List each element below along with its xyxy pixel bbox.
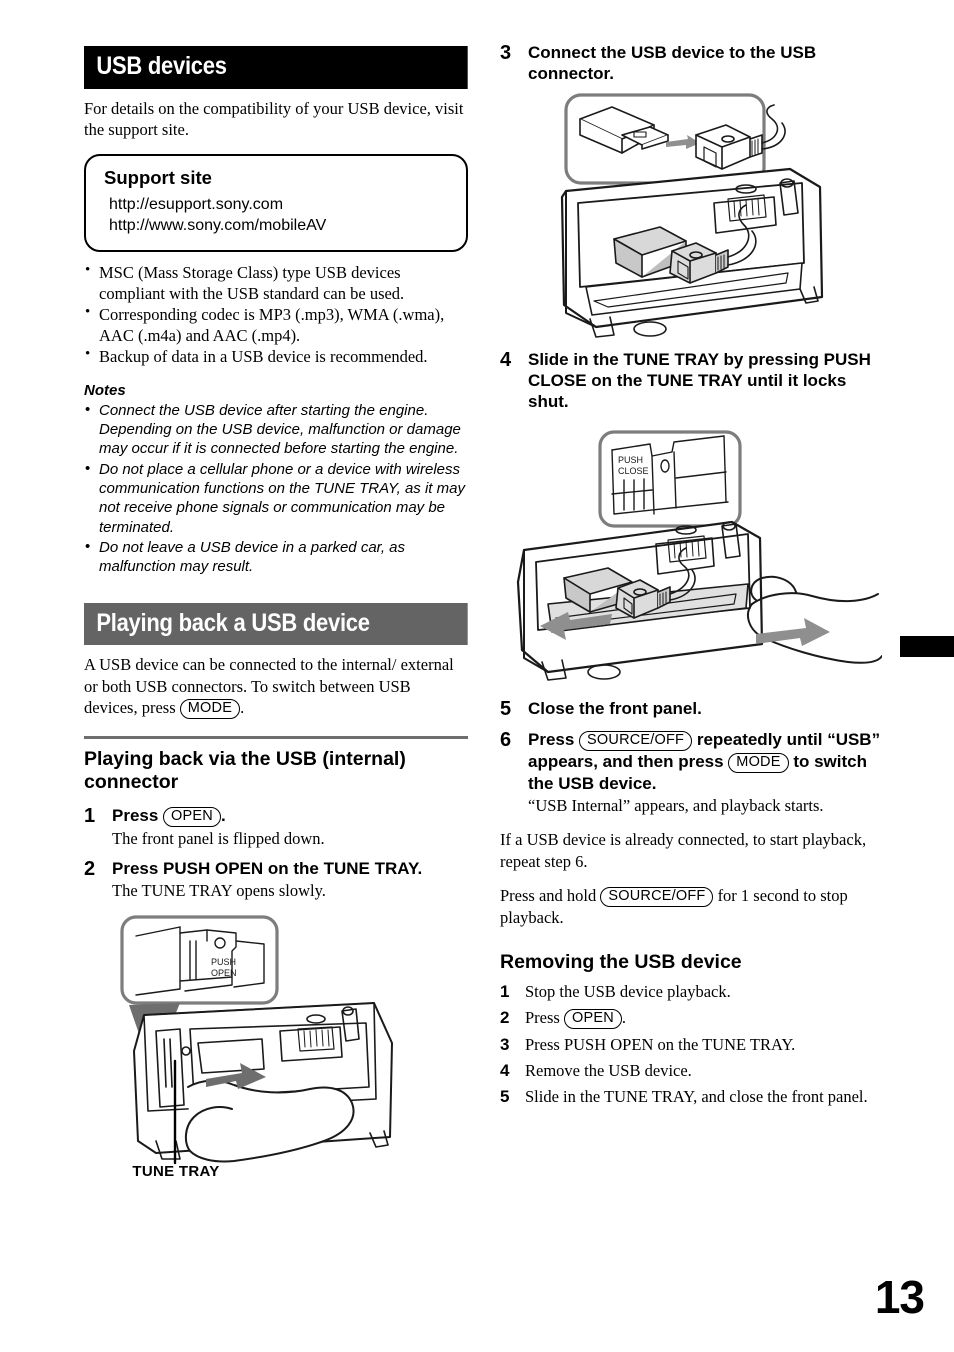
support-site-title: Support site <box>104 167 212 189</box>
page-edge-tab-marker <box>900 636 954 657</box>
step-heading: Stop the USB device playback. <box>525 981 731 1001</box>
step-heading-text-a: Press <box>528 729 580 749</box>
step-heading: Press PUSH OPEN on the TUNE TRAY. <box>112 859 423 879</box>
step-3: 3 Connect the USB device to the USB conn… <box>500 42 882 85</box>
list-item: Backup of data in a USB device is recomm… <box>84 345 468 367</box>
mode-key-pill[interactable]: MODE <box>179 698 241 720</box>
step-number: 5 <box>500 1087 510 1107</box>
notes-list: Connect the USB device after starting th… <box>84 400 468 577</box>
removing-step-4: 4 Remove the USB device. <box>500 1060 882 1081</box>
step-2: 2 Press PUSH OPEN on the TUNE TRAY. The … <box>84 858 468 901</box>
subsection-heading-internal-connector: Playing back via the USB (internal) conn… <box>84 748 406 794</box>
section-banner-playing-back: Playing back a USB device <box>84 602 468 646</box>
playing-back-intro-text-a: A USB device can be connected to the int… <box>84 655 454 717</box>
step-number: 1 <box>500 981 510 1001</box>
removing-step-1: 1 Stop the USB device playback. <box>500 981 882 1002</box>
list-item: Do not place a cellular phone or a devic… <box>84 459 468 537</box>
note-press-and-hold: Press and hold SOURCE/OFF for 1 second t… <box>500 885 882 929</box>
playing-back-intro-text-b: . <box>240 697 245 717</box>
mode-key-pill[interactable]: MODE <box>728 752 789 773</box>
step-subtext: The TUNE TRAY opens slowly. <box>112 881 326 901</box>
subsection-heading-removing-usb: Removing the USB device <box>500 950 742 973</box>
step-number: 1 <box>84 804 96 827</box>
step-heading-text-c: to switch the USB device. <box>528 751 868 793</box>
list-item: Do not leave a USB device in a parked ca… <box>84 537 468 577</box>
source-off-key-pill[interactable]: SOURCE/OFF <box>600 886 714 908</box>
step-heading-text-b: . <box>621 1008 626 1027</box>
note-press-and-hold-text-a: Press and hold <box>500 885 601 905</box>
step-number: 4 <box>500 348 512 371</box>
step-subtext: “USB Internal” appears, and playback sta… <box>528 795 824 815</box>
usb-devices-intro: For details on the compatibility of your… <box>84 98 464 139</box>
figure-push-open-illustration: PUSH OPEN <box>120 915 393 1165</box>
note-repeat-step-6: If a USB device is already connected, to… <box>500 830 867 871</box>
list-item: Connect the USB device after starting th… <box>84 400 468 459</box>
section-banner-label: USB devices <box>84 46 468 89</box>
subsection-divider <box>84 736 468 740</box>
callout-open-label: OPEN <box>211 968 237 978</box>
figure-push-close-illustration: PUSH CLOSE <box>516 430 883 682</box>
step-heading: Press OPEN. <box>112 805 468 827</box>
step-number: 4 <box>500 1061 510 1081</box>
playing-back-intro: A USB device can be connected to the int… <box>84 654 468 720</box>
section-banner-label: Playing back a USB device <box>84 602 468 646</box>
figure-caption-tune-tray: TUNE TRAY <box>132 1163 220 1181</box>
step-subtext: The front panel is flipped down. <box>112 828 325 848</box>
usb-devices-bullet-list: MSC (Mass Storage Class) type USB device… <box>84 261 468 368</box>
step-number: 6 <box>500 728 512 751</box>
notes-heading: Notes <box>84 381 126 399</box>
step-number: 2 <box>84 858 96 881</box>
open-key-pill[interactable]: OPEN <box>163 806 221 827</box>
step-heading-text-a: Press <box>112 805 164 825</box>
callout-close-label: CLOSE <box>618 466 649 476</box>
left-column: USB devices For details on the compatibi… <box>84 46 468 1191</box>
step-number: 3 <box>500 1035 510 1055</box>
source-off-key-pill[interactable]: SOURCE/OFF <box>579 730 693 751</box>
step-heading-text-a: Press <box>525 1008 564 1027</box>
callout-push-label: PUSH <box>211 957 236 967</box>
step-heading: Connect the USB device to the USB connec… <box>528 43 817 84</box>
figure-connect-usb <box>500 91 882 345</box>
removing-step-5: 5 Slide in the TUNE TRAY, and close the … <box>500 1086 882 1107</box>
support-site-url-1: http://esupport.sony.com <box>109 196 284 214</box>
step-heading: Close the front panel. <box>528 699 702 719</box>
figure-push-close: PUSH CLOSE <box>500 418 883 696</box>
step-5: 5 Close the front panel. <box>500 698 882 721</box>
step-heading: Press PUSH OPEN on the TUNE TRAY. <box>525 1035 796 1055</box>
step-heading: Slide in the TUNE TRAY by pressing PUSH … <box>528 349 871 412</box>
note-press-and-hold-text-b: for 1 second to stop playback. <box>500 885 848 928</box>
figure-push-open-tune-tray: PUSH OPEN <box>84 911 468 1191</box>
step-number: 3 <box>500 42 512 64</box>
support-site-url-2: http://www.sony.com/mobileAV <box>109 217 327 235</box>
callout-push-label: PUSH <box>618 455 643 465</box>
removing-step-2: 2 Press OPEN. <box>500 1007 882 1030</box>
step-heading: Slide in the TUNE TRAY, and close the fr… <box>525 1087 868 1107</box>
list-item: MSC (Mass Storage Class) type USB device… <box>84 261 468 304</box>
step-4: 4 Slide in the TUNE TRAY by pressing PUS… <box>500 349 882 413</box>
step-heading: Remove the USB device. <box>525 1061 692 1081</box>
figure-connect-usb-illustration <box>560 92 824 338</box>
step-number: 5 <box>500 698 512 721</box>
step-heading: Press OPEN. <box>525 1007 882 1030</box>
right-column: 3 Connect the USB device to the USB conn… <box>500 42 883 1107</box>
step-heading-text-b: . <box>220 805 226 825</box>
step-heading-text-b: repeatedly until “USB” appears, and then… <box>528 729 881 771</box>
list-item: Corresponding codec is MP3 (.mp3), WMA (… <box>84 303 468 346</box>
step-number: 2 <box>500 1008 510 1027</box>
step-1: 1 Press OPEN. The front panel is flipped… <box>84 805 468 849</box>
step-heading: Press SOURCE/OFF repeatedly until “USB” … <box>528 729 882 794</box>
step-6: 6 Press SOURCE/OFF repeatedly until “USB… <box>500 729 882 817</box>
open-key-pill[interactable]: OPEN <box>563 1009 622 1030</box>
support-site-box: Support site http://esupport.sony.com ht… <box>84 154 468 252</box>
removing-step-3: 3 Press PUSH OPEN on the TUNE TRAY. <box>500 1034 882 1055</box>
section-banner-usb-devices: USB devices <box>84 46 468 89</box>
page-number: 13 <box>874 1271 925 1323</box>
